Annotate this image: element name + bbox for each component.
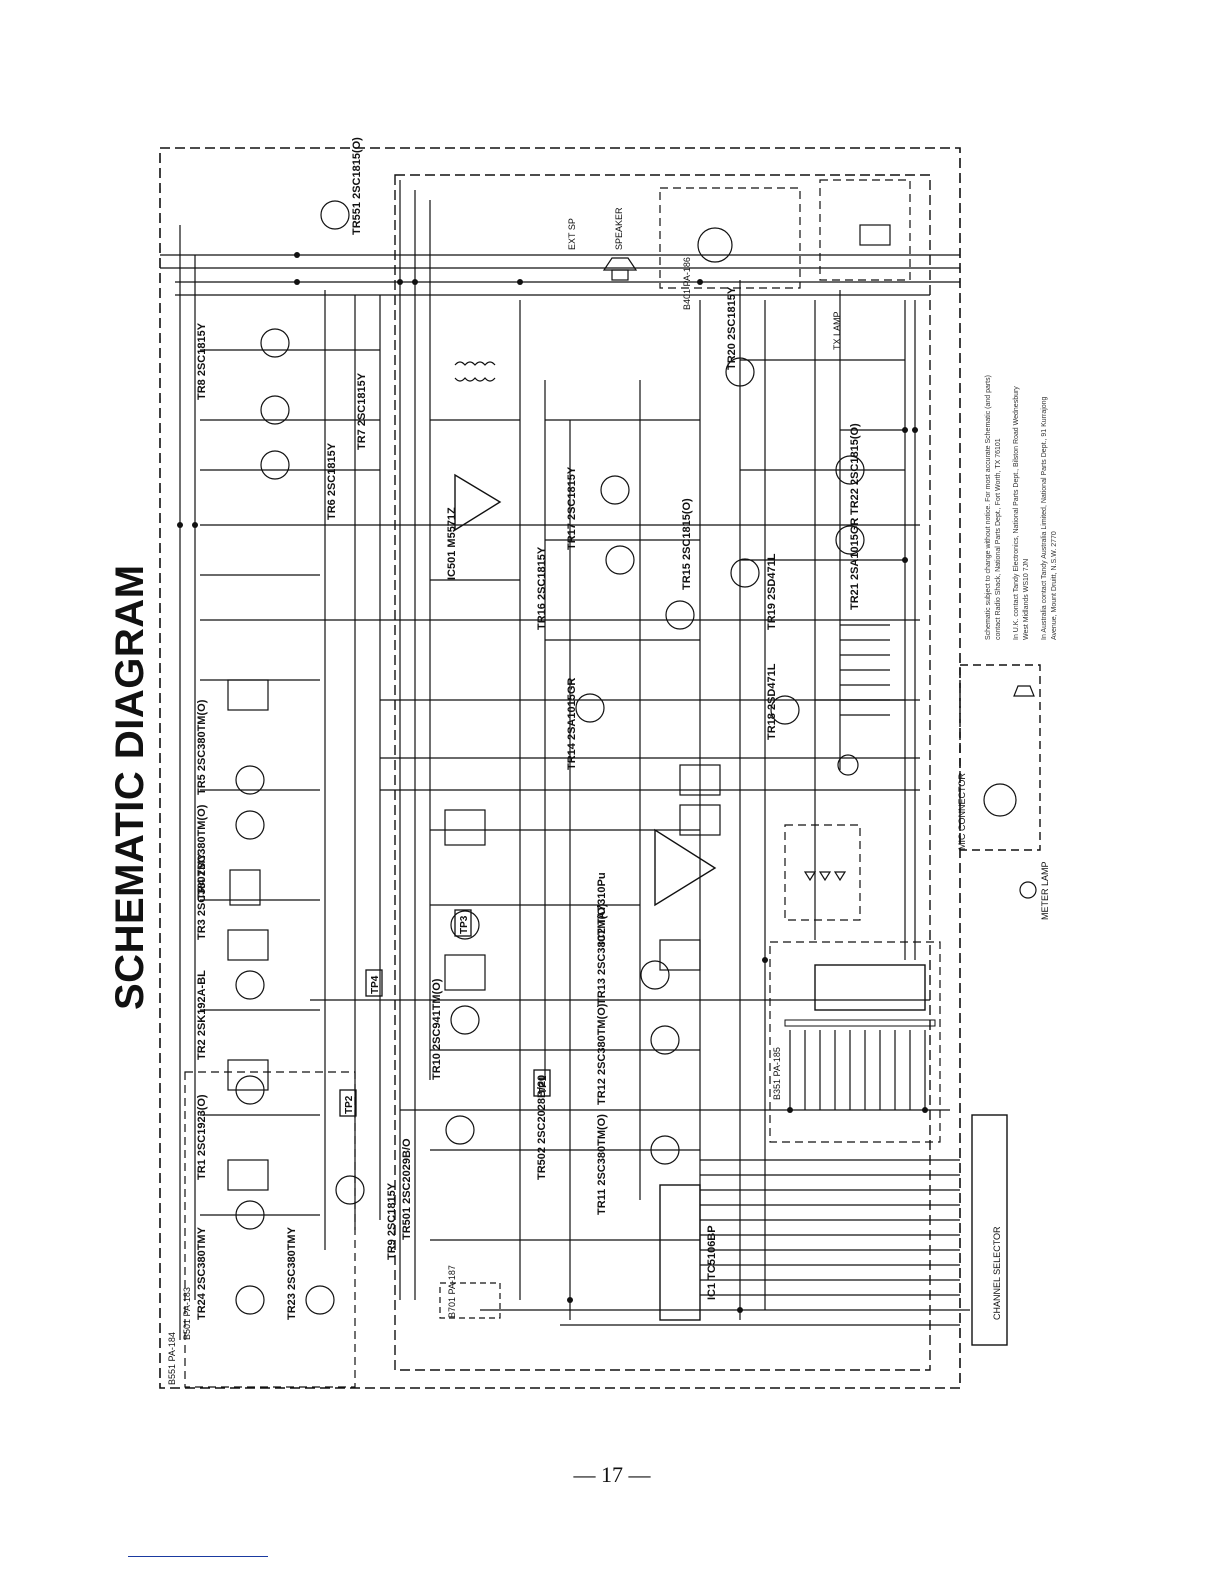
board-outline-mic <box>959 664 1041 851</box>
label-tr21: TR21 2SA1015GR <box>849 518 861 610</box>
label-tr2: TR2 2SK192A-BL <box>196 970 208 1060</box>
label-tp3: TP3 <box>459 915 470 934</box>
din-connector-symbol <box>697 227 733 263</box>
ic351-body <box>814 964 926 1011</box>
label-tr501: TR501 2SC2029B/O <box>401 1138 413 1240</box>
footnote-line-6: Avenue, Mount Druitt, N.S.W. 2770 <box>1051 531 1058 640</box>
label-tr19: TR19 2SD471L <box>766 553 778 630</box>
footnote-line-4: West Midlands WS10 7JN <box>1023 559 1030 640</box>
label-tr3: TR3 2SC380TMY <box>196 853 208 940</box>
label-ic501: IC501 M5571Z <box>446 507 458 580</box>
ic501-amplifier-symbol <box>454 473 502 532</box>
page-title: SCHEMATIC DIAGRAM <box>108 564 152 1010</box>
label-tr6: TR6 2SC1815Y <box>326 442 338 520</box>
label-ic1: IC1 TC5106BP <box>706 1225 718 1300</box>
label-tr23: TR23 2SC380TMY <box>286 1226 298 1320</box>
capacitor-bank <box>840 624 890 716</box>
board-outline-b701 <box>439 1282 501 1319</box>
meter-lamp-symbol <box>1019 881 1037 899</box>
label-mic-connector: MIC CONNECTOR <box>957 773 967 850</box>
label-tr15: TR15 2SC1815(O) <box>681 498 693 590</box>
board-outline-b551 <box>184 1071 356 1388</box>
speaker-symbol <box>602 257 638 271</box>
label-tr551: TR551 2SC1815(O) <box>351 137 363 235</box>
label-tr16: TR16 2SC1815Y <box>536 546 548 630</box>
label-tr7: TR7 2SC1815Y <box>356 372 368 450</box>
label-b551: B551 PA-184 <box>167 1332 177 1385</box>
channel-selector-switch <box>971 1114 1008 1346</box>
label-tr18: TR18 2SD471L <box>766 663 778 740</box>
meter-symbol <box>837 754 859 776</box>
label-tr5: TR5 2SC380TM(O) <box>196 699 208 795</box>
footnote-line-1: Schematic subject to change without noti… <box>985 375 992 640</box>
label-tr1: TR1 2SC1923(O) <box>196 1094 208 1180</box>
label-tr12: TR12 2SC380TM(O) <box>596 1003 608 1105</box>
label-tp4: TP4 <box>370 975 381 994</box>
label-b401: B401 PA-186 <box>682 257 692 310</box>
label-tr24: TR24 2SC380TMY <box>196 1226 208 1320</box>
label-tr502: TR502 2SC2028B/20 <box>536 1075 548 1180</box>
label-meter-lamp: METER LAMP <box>1040 861 1050 920</box>
page-number: — 17 — <box>573 1462 651 1487</box>
label-tr22: TR22 2SC1815(O) <box>849 423 861 515</box>
footnote: Schematic subject to change without noti… <box>985 375 1058 640</box>
footnote-line-5: In Australia contact Tandy Australia Lim… <box>1041 396 1048 640</box>
label-ic2: IC2 TA7310Pu <box>596 872 608 945</box>
label-tx-lamp: TX LAMP <box>832 311 842 350</box>
board-outline-b401 <box>659 187 801 289</box>
mic-connector-symbol <box>983 783 1017 817</box>
label-tr13: TR13 2SC380TM(O) <box>596 903 608 1005</box>
label-b701: B701 PA-187 <box>447 1265 457 1318</box>
label-tr8: TR8 2SC1815Y <box>196 322 208 400</box>
board-outline-b351 <box>769 941 941 1143</box>
board-outline-inner <box>394 174 931 1371</box>
label-tr20: TR20 2SC1815Y <box>726 286 738 370</box>
label-tr4: TR4 2SC380TM(O) <box>196 804 208 900</box>
ic2-amplifier-symbol <box>654 828 717 907</box>
label-b501: B501 PA-183 <box>182 1287 192 1340</box>
footnote-line-2: contact Radio Shack, National Parts Dept… <box>995 438 1002 640</box>
label-b351: B351 PA-185 <box>772 1047 782 1100</box>
label-ext-sp: EXT SP <box>567 218 577 250</box>
board-outline-relay <box>819 179 911 281</box>
label-tp1: TP1 <box>538 1075 549 1094</box>
board-outline-leds <box>784 824 861 921</box>
coil-symbols <box>227 361 721 1191</box>
led-symbols <box>803 871 847 882</box>
label-tr10: TR10 2SC941TM(O) <box>431 978 443 1080</box>
label-tr17: TR17 2SC1815Y <box>566 466 578 550</box>
footnote-line-3: In U.K. contact Tandy Electronics, Natio… <box>1013 386 1020 640</box>
label-channel-selector: CHANNEL SELECTOR <box>992 1226 1002 1320</box>
label-tr11: TR11 2SC380TM(O) <box>596 1114 608 1215</box>
ic1-body <box>659 1184 701 1321</box>
label-speaker: SPEAKER <box>614 207 624 250</box>
board-outline-main <box>159 147 961 1389</box>
label-tr14: TR14 2SA1015GR <box>566 678 578 770</box>
component-labels: TR1 2SC1923(O) TR2 2SK192A-BL TR3 2SC380… <box>167 137 1050 1385</box>
footnote-rule <box>128 1556 268 1557</box>
label-tr9: TR9 2SC1815Y <box>386 1182 398 1260</box>
label-tp2: TP2 <box>344 1095 355 1114</box>
